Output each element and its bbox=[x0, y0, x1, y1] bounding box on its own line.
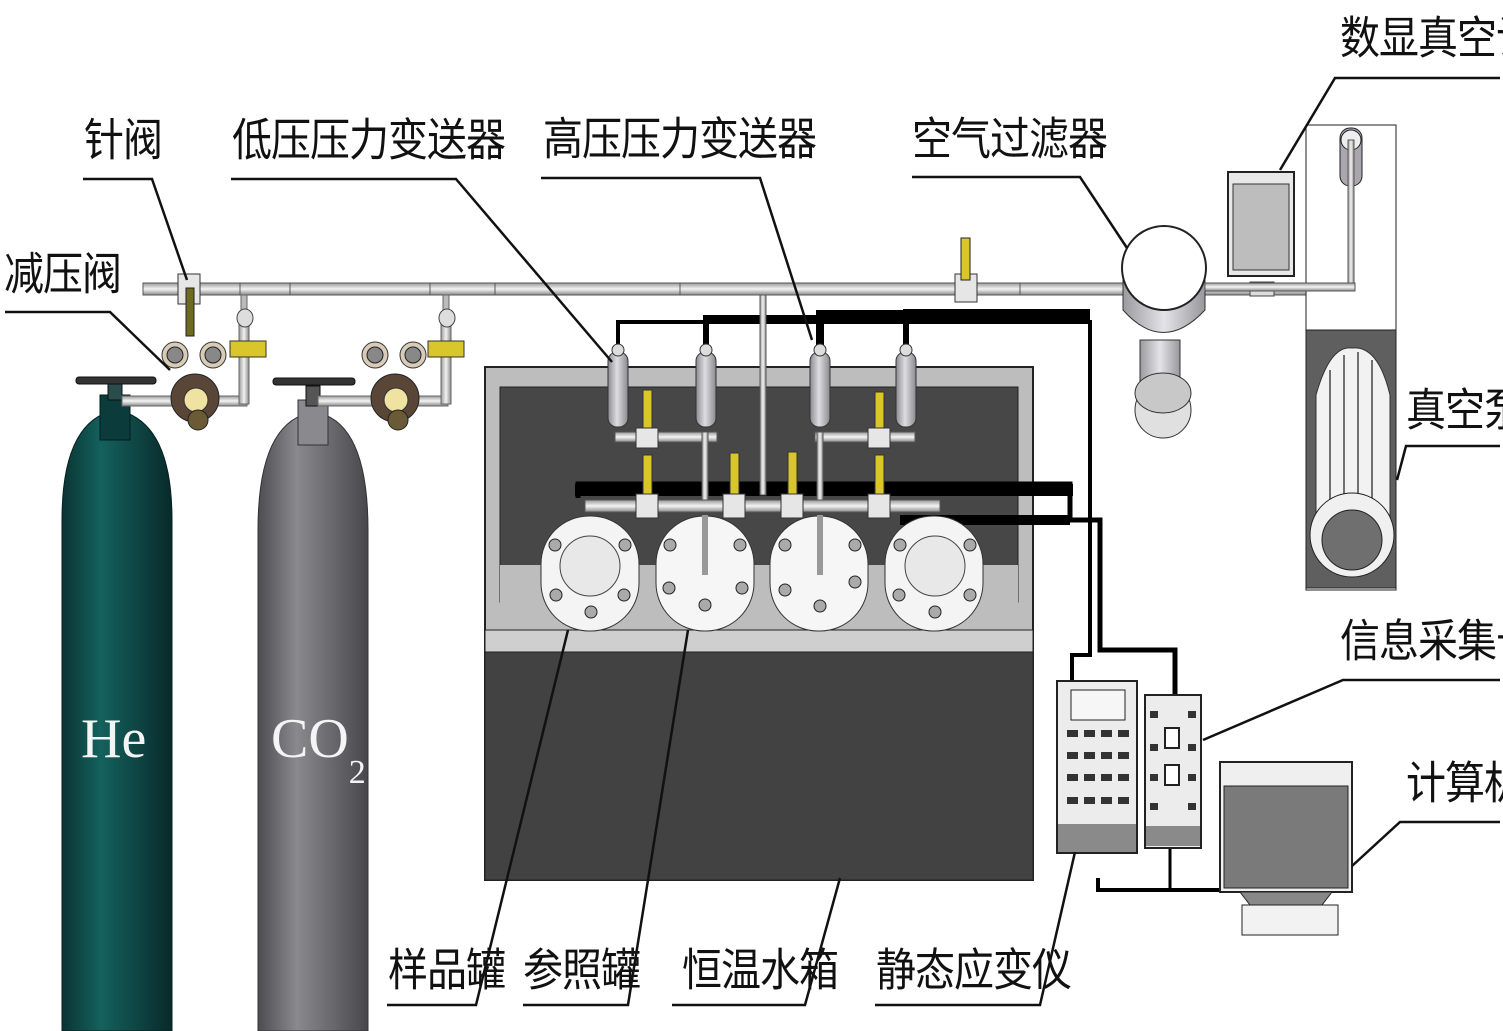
data-acquisition-card bbox=[1144, 694, 1202, 849]
vacuum-pump bbox=[1204, 124, 1397, 591]
label-sample-tank: 样品罐 bbox=[388, 945, 506, 997]
co2-formula: CO2 bbox=[271, 708, 366, 791]
filter-inlet-valve bbox=[954, 237, 978, 303]
co2-regulator bbox=[317, 294, 465, 431]
label-thermostatic-water-tank: 恒温水箱 bbox=[682, 945, 839, 997]
reference-tank-1 bbox=[655, 515, 755, 632]
co2-cylinder: CO2 bbox=[257, 377, 369, 1031]
helium-cylinder: He bbox=[61, 376, 173, 1031]
label-high-pressure-transmitter: 高压压力变送器 bbox=[543, 114, 817, 166]
label-digital-vacuum-gauge: 数显真空计 bbox=[1340, 13, 1503, 65]
needle-valve bbox=[177, 273, 201, 337]
helium-regulator bbox=[121, 294, 267, 431]
label-computer: 计算机 bbox=[1406, 758, 1503, 810]
static-strain-gauge bbox=[1056, 680, 1138, 854]
tank-piping bbox=[584, 294, 941, 519]
high-pressure-transmitters bbox=[809, 343, 917, 428]
label-needle-valve: 针阀 bbox=[84, 115, 163, 167]
label-air-filter: 空气过滤器 bbox=[912, 114, 1108, 166]
label-reference-tank: 参照罐 bbox=[523, 945, 641, 997]
sample-tank-1 bbox=[540, 515, 640, 632]
label-vacuum-pump: 真空泵 bbox=[1406, 385, 1503, 437]
low-pressure-transmitters bbox=[607, 343, 717, 428]
helium-formula: He bbox=[81, 708, 146, 770]
air-filter bbox=[1121, 225, 1207, 439]
sample-tank-2 bbox=[884, 515, 984, 632]
label-low-pressure-transmitter: 低压压力变送器 bbox=[232, 115, 506, 167]
label-pressure-reducer: 减压阀 bbox=[4, 249, 122, 301]
leader-lines bbox=[5, 76, 1500, 1007]
reference-tank-2 bbox=[769, 515, 869, 632]
label-data-acquisition-card: 信息采集卡 bbox=[1340, 616, 1503, 668]
computer bbox=[1219, 761, 1353, 936]
signal-wires bbox=[575, 309, 1220, 892]
digital-vacuum-gauge bbox=[1227, 171, 1295, 297]
label-static-strain-gauge: 静态应变仪 bbox=[876, 945, 1072, 997]
